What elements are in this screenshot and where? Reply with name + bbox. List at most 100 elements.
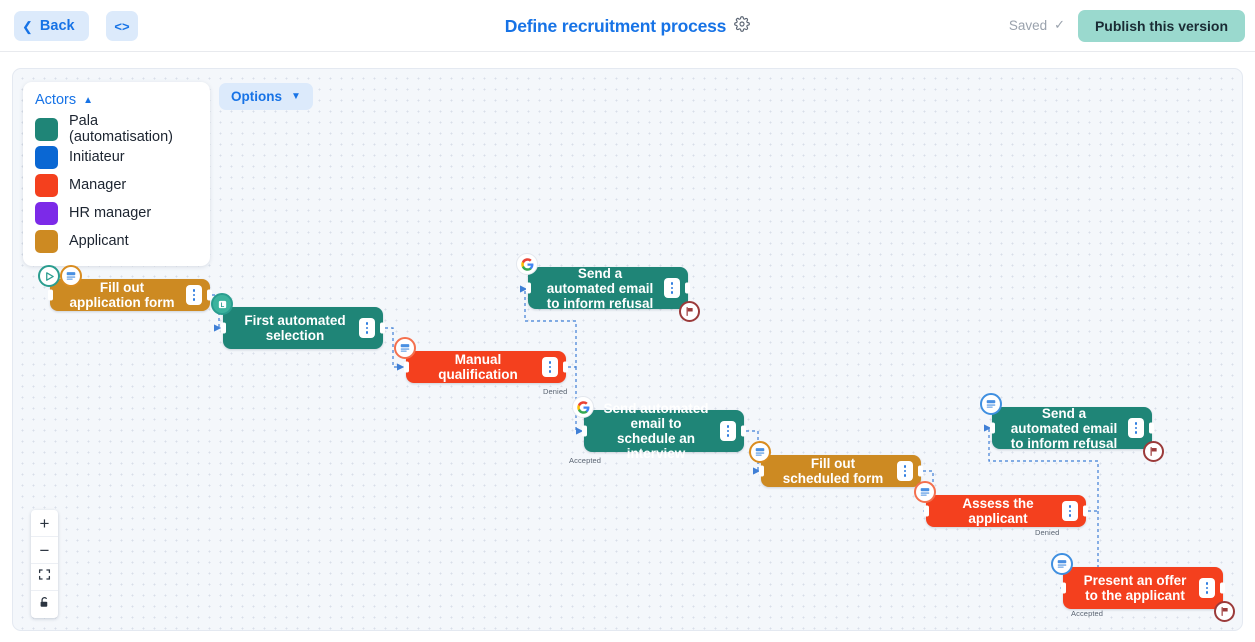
node-label: Present an offer to the applicant [1083,573,1187,603]
zoom-out-button[interactable]: − [31,537,58,564]
legend-item-pala[interactable]: Pala (automatisation) [35,113,198,145]
actors-legend-title: Actors [35,92,77,108]
node-send-automated-email-refusal-2[interactable]: Send a automated email to inform refusal [980,393,1164,462]
publish-button[interactable]: Publish this version [1077,10,1245,42]
node-port-right[interactable] [918,465,923,477]
workflow-canvas[interactable]: Actors ▲ Pala (automatisation) Initiateu… [12,68,1243,631]
gmail-icon[interactable] [572,396,594,418]
node-port-right[interactable] [1083,505,1088,517]
color-swatch [35,229,58,253]
node-port-left[interactable] [582,425,587,437]
node-label: Send a automated email to inform refusal [546,265,654,311]
form-icon[interactable] [914,481,936,503]
chevron-down-icon: ▼ [291,91,301,102]
node-port-right[interactable] [685,282,690,294]
node-kebab-menu-button[interactable] [1199,578,1215,598]
node-port-left[interactable] [924,505,929,517]
actors-legend-header[interactable]: Actors ▲ [35,92,198,108]
node-port-left[interactable] [526,282,531,294]
legend-item-label: Applicant [69,233,129,249]
end-flag-icon[interactable] [1143,441,1164,462]
node-send-automated-email-schedule-interview[interactable]: Send automated email to schedule an inte… [572,396,746,461]
node-kebab-menu-button[interactable] [1062,501,1078,521]
chevron-left-icon: ❮ [22,18,33,34]
node-label: Fill out scheduled form [782,456,884,486]
node-label: First automated selection [244,313,346,343]
node-port-left[interactable] [759,465,764,477]
end-flag-icon[interactable] [1214,601,1235,622]
node-first-automated-selection[interactable]: L First automated selection [211,293,385,349]
actors-legend-panel: Actors ▲ Pala (automatisation) Initiateu… [23,82,210,266]
legend-item-hr-manager[interactable]: HR manager [35,199,198,227]
code-view-toggle[interactable]: <> [106,11,138,41]
options-button[interactable]: Options ▼ [219,83,313,110]
node-kebab-menu-button[interactable] [720,421,736,441]
title-group: Define recruitment process [0,0,1255,52]
form-icon[interactable] [980,393,1002,415]
minus-icon: − [39,540,50,560]
node-port-right[interactable] [1220,582,1225,594]
node-kebab-menu-button[interactable] [542,357,558,377]
form-icon[interactable] [1051,553,1073,575]
zoom-in-button[interactable]: + [31,510,58,537]
node-port-right[interactable] [741,425,746,437]
svg-text:L: L [220,302,224,308]
node-kebab-menu-button[interactable] [186,285,202,305]
legend-item-label: Manager [69,177,127,193]
node-port-left[interactable] [221,322,226,334]
node-port-left[interactable] [990,422,995,434]
node-present-an-offer-to-the-applicant[interactable]: Present an offer to the applicant [1051,553,1235,622]
fit-screen-button[interactable] [31,564,58,591]
node-manual-qualification[interactable]: Manual qualification [394,337,568,383]
form-icon[interactable] [749,441,771,463]
node-fill-out-scheduled-form[interactable]: Fill out scheduled form [749,441,923,487]
color-swatch [35,173,58,197]
publish-button-label: Publish this version [1094,18,1228,34]
node-kebab-menu-button[interactable] [359,318,375,338]
node-port-left[interactable] [1061,582,1066,594]
edge-label-denied: Denied [1032,528,1063,537]
legend-item-manager[interactable]: Manager [35,171,198,199]
color-swatch [35,145,58,169]
node-kebab-menu-button[interactable] [664,278,680,298]
edge-label-accepted: Accepted [566,456,605,465]
node-port-right[interactable] [563,361,568,373]
node-send-automated-email-refusal-1[interactable]: Send a automated email to inform refusal [516,253,700,322]
node-kebab-menu-button[interactable] [897,461,913,481]
zoom-controls: + − [31,510,58,618]
saved-label: Saved [1008,17,1048,33]
node-port-right[interactable] [380,322,385,334]
lock-canvas-button[interactable] [31,591,58,618]
form-icon[interactable] [60,265,82,287]
lock-icon [38,596,51,614]
saved-status: Saved ✓ [1009,17,1065,33]
gmail-icon[interactable] [516,253,538,275]
chevron-up-icon: ▲ [83,94,93,106]
legend-item-initiateur[interactable]: Initiateur [35,143,198,171]
node-label: Fill out application form [69,280,175,310]
node-fill-out-application-form[interactable]: Fill out application form [38,265,212,311]
gear-icon[interactable] [734,15,751,37]
node-port-left[interactable] [48,289,53,301]
node-label: Manual qualification [438,352,518,382]
node-port-left[interactable] [404,361,409,373]
check-icon: ✓ [1054,17,1065,32]
back-button[interactable]: ❮ Back [14,11,89,41]
top-bar: ❮ Back <> Define recruitment process Sav… [0,0,1255,52]
node-assess-the-applicant[interactable]: Assess the applicant [914,481,1088,527]
page-title: Define recruitment process [504,15,727,36]
node-label: Send automated email to schedule an inte… [603,401,709,461]
form-icon[interactable] [394,337,416,359]
end-flag-icon[interactable] [679,301,700,322]
legend-item-label: HR manager [69,205,152,221]
fit-screen-icon [38,568,51,586]
start-icon[interactable] [38,265,60,287]
legend-item-applicant[interactable]: Applicant [35,227,198,255]
color-swatch [35,117,58,141]
node-kebab-menu-button[interactable] [1128,418,1144,438]
node-port-right[interactable] [1149,422,1154,434]
back-button-label: Back [39,18,75,34]
node-label: Send a automated email to inform refusal [1010,405,1118,451]
logic-icon[interactable]: L [211,293,233,315]
node-port-right[interactable] [207,289,212,301]
